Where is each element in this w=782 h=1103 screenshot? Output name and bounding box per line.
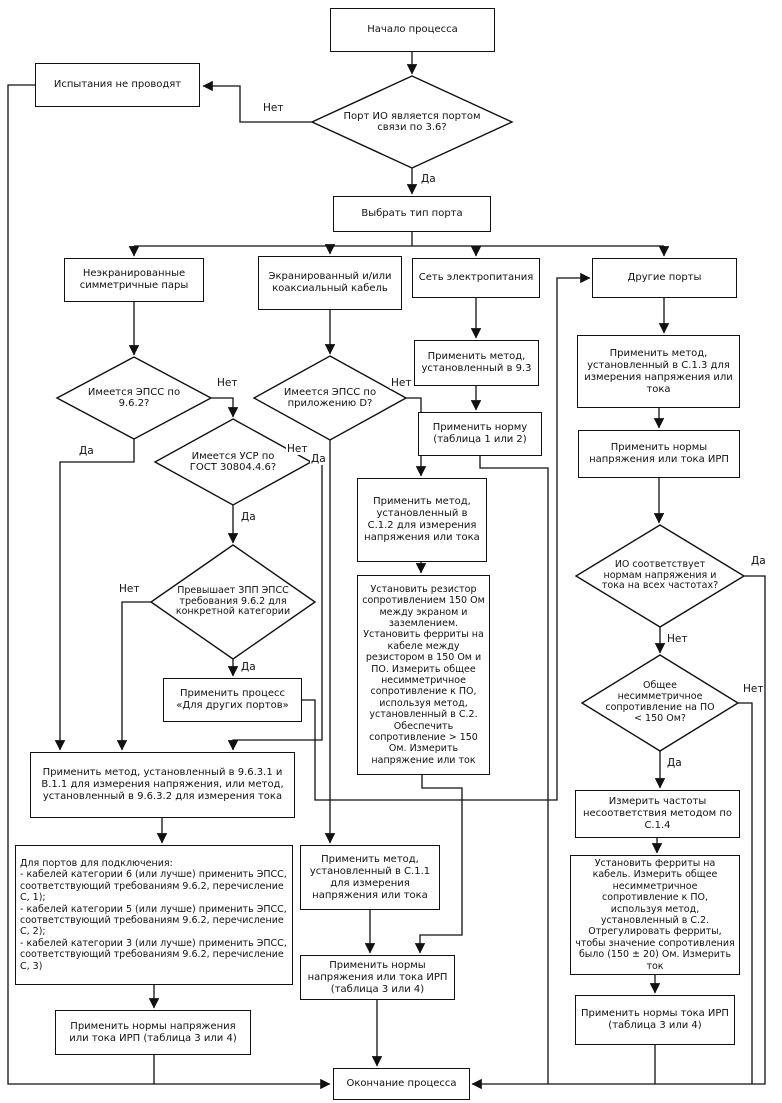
norms-other-ports-node: Применить нормы напряжения или тока ИРП [578,430,740,478]
branch-shielded-coax: Экранированный и/или коаксиальный кабель [258,256,402,310]
decision-epss-annex-d-shape [252,355,408,441]
decision-impedance-150: Общее несимметричное сопротивление на ПО… [605,680,715,724]
no-label: Нет [118,583,141,595]
yes-label: Да [666,757,683,769]
yes-label: Да [420,173,437,185]
yes-label: Да [78,445,95,457]
method-c12-node: Применить метод, установленный в С.1.2 д… [357,478,487,562]
method-c13-node: Применить метод, установленный в С.1.3 д… [577,335,740,408]
norms-current-node: Применить нормы тока ИРП (таблица 3 или … [575,995,735,1045]
yes-label: Да [240,661,257,673]
norms-voltage-current-2-node: Применить нормы напряжения или тока ИРП … [300,955,455,1000]
cable-categories-node: Для портов для подключения: - кабелей ка… [15,845,293,985]
yes-label: Да [240,511,257,523]
norm-mains-node: Применить норму (таблица 1 или 2) [418,412,542,456]
norms-voltage-current-1-node: Применить нормы напряжения или тока ИРП … [55,1010,251,1055]
branch-unshielded-pairs: Неэкранированные симметричные пары [64,258,204,302]
decision-is-telecom-port: Порт ИО является портом связи по 3.6? [343,110,481,134]
decision-is-telecom-port-shape [310,75,514,169]
method-9631-node: Применить метод, установленный в 9.6.3.1… [30,752,295,818]
no-label: Нет [286,443,309,455]
decision-lcl-exceeds-shape [149,544,317,660]
yes-label: Да [310,453,327,465]
decision-epss-962: Имеется ЭПСС по 9.6.2? [87,386,181,410]
decision-usr-gost-shape [153,418,313,506]
decision-usr-gost: Имеется УСР по ГОСТ 30804.4.6? [189,450,277,474]
method-c11-node: Применить метод, установленный в С.1.1 д… [300,845,440,910]
measure-noncompliance-freq-node: Измерить частоты несоответствия методом … [575,790,740,838]
select-port-type-node: Выбрать тип порта [333,196,491,232]
yes-label: Да [750,555,767,567]
decision-epss-annex-d: Имеется ЭПСС по приложению D? [283,386,377,410]
no-label: Нет [262,102,285,114]
no-label: Нет [666,633,689,645]
branch-mains: Сеть электропитания [412,258,540,298]
resistor-150ohm-node: Установить резистор сопротивлением 150 О… [357,575,490,775]
decision-lcl-exceeds: Превышает ЗПП ЭПСС требования 9.6.2 для … [175,584,291,618]
no-label: Нет [742,683,765,695]
decision-shapes [55,75,746,752]
method-93-node: Применить метод, установленный в 9.3 [414,340,539,386]
decision-impedance-150-shape [580,654,740,752]
end-node: Окончание процесса [333,1068,470,1100]
flow-edges [7,52,766,1090]
ferrite-node: Установить ферриты на кабель. Измерить о… [570,855,740,975]
no-test-node: Испытания не проводят [35,63,200,107]
no-label: Нет [390,377,413,389]
no-label: Нет [216,377,239,389]
start-node: Начало процесса [330,8,495,52]
apply-other-ports-process-node: Применить процесс «Для других портов» [163,678,302,722]
branch-other-ports: Другие порты [592,258,737,298]
decision-complies-all-freq-shape [574,524,746,628]
decision-epss-962-shape [55,356,213,440]
decision-complies-all-freq: ИО соответствует нормам напряжения и ток… [601,558,719,592]
